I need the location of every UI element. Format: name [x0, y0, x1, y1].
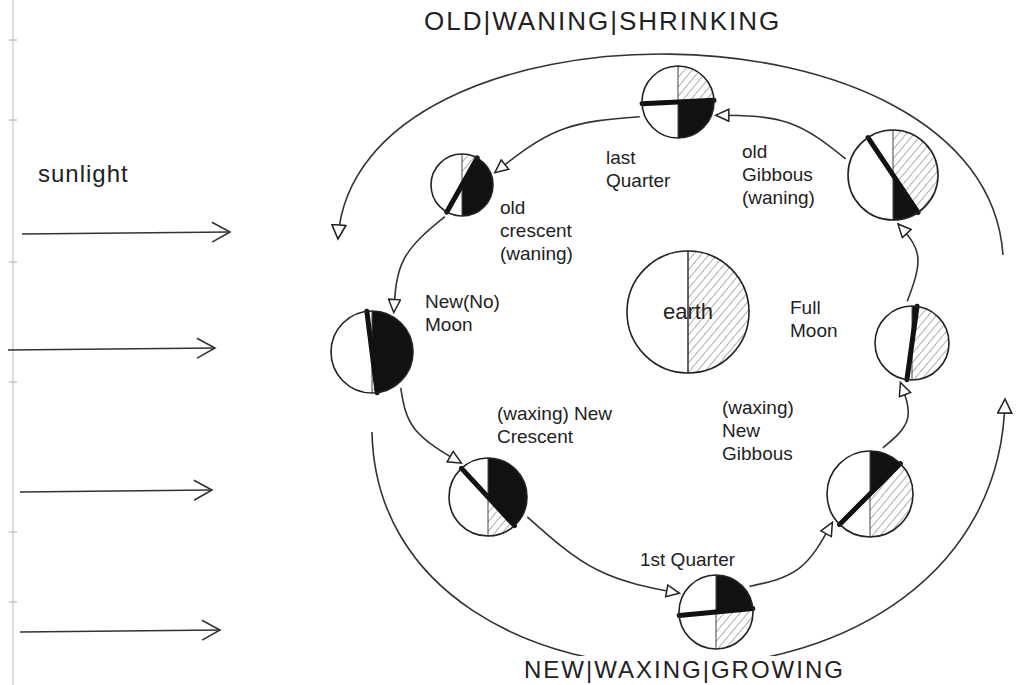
cycle-label: OLD|WANING|SHRINKING [420, 6, 785, 37]
moon-drawing [448, 457, 528, 537]
moon-drawing [330, 310, 414, 394]
notebook-margin [9, 0, 17, 685]
earth-label: earth [663, 299, 713, 325]
sunlight-label: sunlight [34, 160, 133, 188]
phase-label: old crescent (waning) [500, 196, 592, 265]
phase-label: 1st Quarter [640, 548, 780, 571]
moon-drawing [826, 450, 914, 538]
moon-phase: old Gibbous (waning) [847, 129, 939, 221]
moon-phase: (waxing) New Crescent [448, 457, 528, 537]
moon-phase: Full Moon [874, 305, 950, 381]
earth-circle: earth [626, 250, 750, 374]
moon-phase: 1st Quarter [678, 574, 754, 650]
orbit-arrow [401, 388, 461, 463]
orbit-arrow [749, 523, 832, 586]
sunlight-arrows [8, 232, 230, 632]
moon-drawing [847, 129, 939, 221]
moon-phase: New(No) Moon [330, 310, 414, 394]
phase-label: Full Moon [790, 296, 860, 342]
phase-label: old Gibbous (waning) [742, 140, 834, 209]
moon-drawing [678, 574, 754, 650]
moon-drawing [874, 305, 950, 381]
moon-phase: (waxing) New Gibbous [826, 450, 914, 538]
moon-phase: old crescent (waning) [430, 153, 494, 217]
moon-phase: last Quarter [641, 65, 715, 139]
orbit-arrow [883, 383, 908, 447]
phase-label: (waxing) New Crescent [497, 402, 627, 448]
orbit-arrow [899, 225, 918, 302]
cycle-label: NEW|WAXING|GROWING [520, 656, 849, 684]
moon-drawing [641, 65, 715, 139]
cycle-arcs [338, 54, 1005, 667]
phase-label: New(No) Moon [425, 290, 550, 336]
phase-label: last Quarter [606, 146, 696, 192]
phase-label: (waxing) New Gibbous [722, 396, 822, 465]
orbit-arrow [717, 115, 846, 159]
moon-drawing [430, 153, 494, 217]
